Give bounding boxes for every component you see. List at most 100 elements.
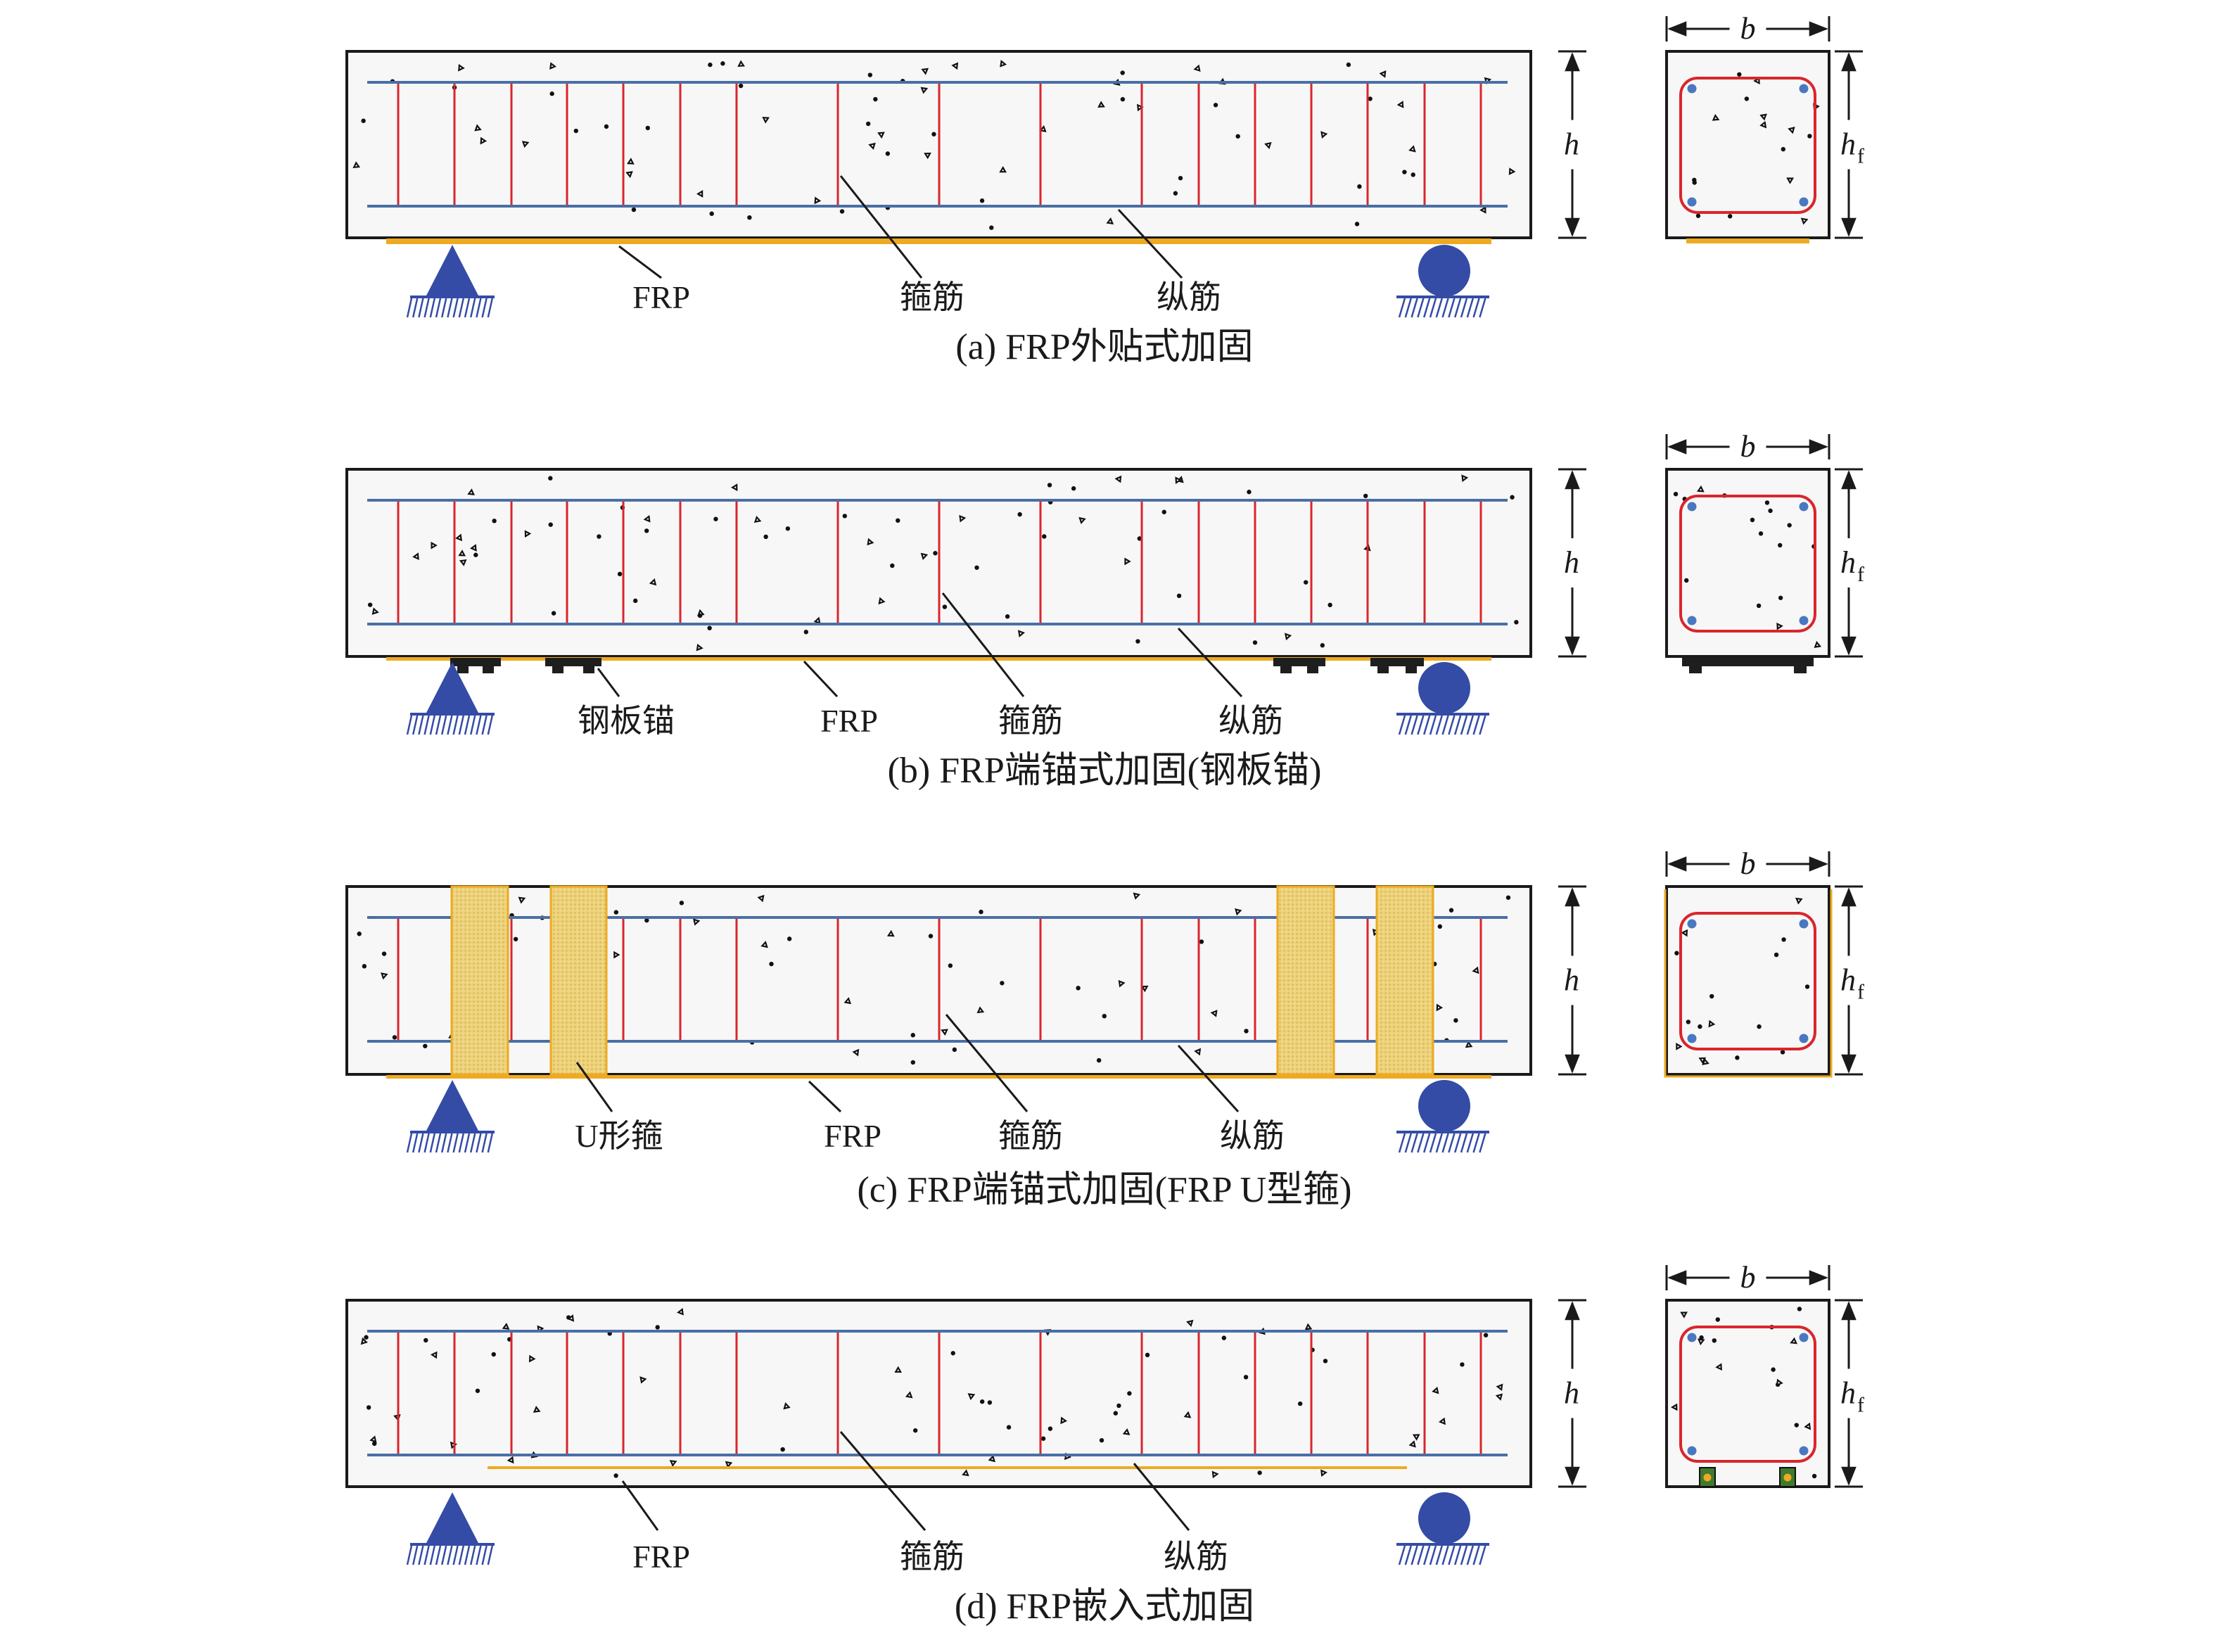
ground-hatch [452, 715, 459, 735]
section-steel-plate [1682, 658, 1814, 666]
aggregate-triangle-icon [1472, 966, 1479, 974]
aggregate-dot-icon [987, 1400, 993, 1405]
aggregate-dot-icon [548, 476, 553, 481]
aggregate-dot-icon [513, 936, 518, 941]
ground-hatch [1448, 298, 1456, 318]
aggregate-dot-icon [1402, 170, 1407, 174]
ground-hatch [1398, 1545, 1406, 1565]
ground-hatch [1423, 1545, 1431, 1565]
aggregate-dot-icon [1116, 1403, 1121, 1409]
ground-hatch [1454, 1545, 1462, 1565]
aggregate-triangle-icon [762, 116, 770, 124]
aggregate-triangle-icon [459, 559, 467, 566]
ground-hatch [1429, 1133, 1437, 1153]
aggregate-dot-icon [381, 951, 387, 956]
ground-hatch [1479, 715, 1486, 735]
aggregate-triangle-icon [625, 171, 633, 179]
ground-hatch [1404, 298, 1412, 318]
aggregate-triangle-icon [613, 951, 620, 959]
aggregate-triangle-icon [1800, 217, 1809, 225]
aggregate-triangle-icon [1000, 60, 1007, 68]
ground-hatch [447, 298, 453, 318]
ground-hatch [1429, 298, 1437, 318]
aggregate-dot-icon [979, 198, 985, 203]
ground-hatch [1411, 715, 1418, 735]
dimension-label: h [1840, 545, 1856, 580]
ground-hatch [1466, 1133, 1474, 1153]
aggregate-dot-icon [573, 128, 578, 134]
aggregate-dot-icon [1692, 177, 1697, 183]
aggregate-dot-icon [1757, 1024, 1762, 1029]
aggregate-dot-icon [1460, 1362, 1465, 1367]
steel-anchor-plate [450, 658, 501, 666]
callout-label-frp: FRP [824, 1118, 881, 1154]
dimension-label: b [1740, 429, 1756, 464]
aggregate-triangle-icon [1786, 177, 1795, 184]
aggregate-dot-icon [357, 932, 362, 936]
frp-u-wrap [450, 885, 509, 1076]
aggregate-dot-icon [709, 211, 714, 216]
aggregate-triangle-icon [458, 549, 466, 557]
ground-hatch [424, 715, 430, 735]
aggregate-triangle-icon [1133, 892, 1141, 900]
anchor-bolt-icon [1794, 665, 1807, 673]
callout-label-longitudinal: 纵筋 [1220, 1118, 1285, 1154]
ground-hatch [1441, 715, 1449, 735]
aggregate-dot-icon [1099, 1437, 1104, 1443]
aggregate-dot-icon [979, 909, 983, 915]
ground-hatch [452, 1133, 459, 1153]
aggregate-dot-icon [1698, 1024, 1702, 1029]
aggregate-dot-icon [803, 630, 809, 635]
aggregate-triangle-icon [352, 161, 361, 168]
aggregate-dot-icon [1411, 172, 1415, 177]
aggregate-dot-icon [613, 910, 619, 915]
aggregate-triangle-icon [1681, 929, 1688, 937]
ground-hatch [1472, 715, 1480, 735]
dimension-label: b [1740, 1260, 1756, 1295]
aggregate-triangle-icon [1122, 1428, 1131, 1435]
aggregate-triangle-icon [814, 196, 822, 205]
aggregate-dot-icon [1780, 1050, 1785, 1055]
aggregate-dot-icon [1781, 937, 1786, 942]
pin-support-icon [426, 1492, 479, 1544]
ground-hatch [418, 298, 424, 318]
aggregate-dot-icon [1120, 96, 1126, 102]
frp-strip [386, 657, 1491, 661]
dimension-label: b [1740, 11, 1756, 46]
callout-leader-line [803, 660, 839, 698]
aggregate-triangle-icon [725, 1461, 733, 1468]
nsm-frp-rod-icon [1783, 1473, 1792, 1482]
aggregate-triangle-icon [696, 190, 703, 198]
ground-hatch [412, 298, 419, 318]
section-rebar-dot-icon [1687, 616, 1697, 625]
aggregate-dot-icon [1076, 986, 1081, 991]
aggregate-triangle-icon [1193, 64, 1201, 72]
aggregate-dot-icon [839, 209, 845, 214]
aggregate-triangle-icon [757, 894, 765, 903]
ground-hatch [1448, 1545, 1456, 1565]
callout-label-stirrup: 箍筋 [998, 703, 1063, 739]
ground-hatch [1417, 715, 1425, 735]
ground-hatch [464, 1545, 471, 1565]
aggregate-dot-icon [645, 125, 651, 131]
dimension-label: h [1564, 127, 1579, 162]
aggregate-triangle-icon [1284, 633, 1292, 641]
ground-hatch [1435, 715, 1443, 735]
section-rebar-dot-icon [1799, 197, 1809, 207]
ground-hatch [476, 715, 482, 735]
aggregate-dot-icon [885, 151, 891, 156]
aggregate-dot-icon [1750, 517, 1755, 523]
aggregate-dot-icon [492, 519, 497, 523]
aggregate-triangle-icon [894, 1366, 902, 1373]
aggregate-dot-icon [842, 514, 848, 519]
aggregate-triangle-icon [1795, 897, 1803, 905]
aggregate-dot-icon [1744, 96, 1750, 101]
section-rebar-dot-icon [1687, 1446, 1697, 1456]
aggregate-triangle-icon [920, 87, 929, 94]
callout-label-frp: FRP [820, 703, 878, 739]
ground-hatch [1404, 1545, 1412, 1565]
ground-hatch [487, 298, 494, 318]
aggregate-dot-icon [372, 1441, 377, 1447]
aggregate-dot-icon [644, 917, 649, 923]
aggregate-dot-icon [1221, 1335, 1227, 1340]
